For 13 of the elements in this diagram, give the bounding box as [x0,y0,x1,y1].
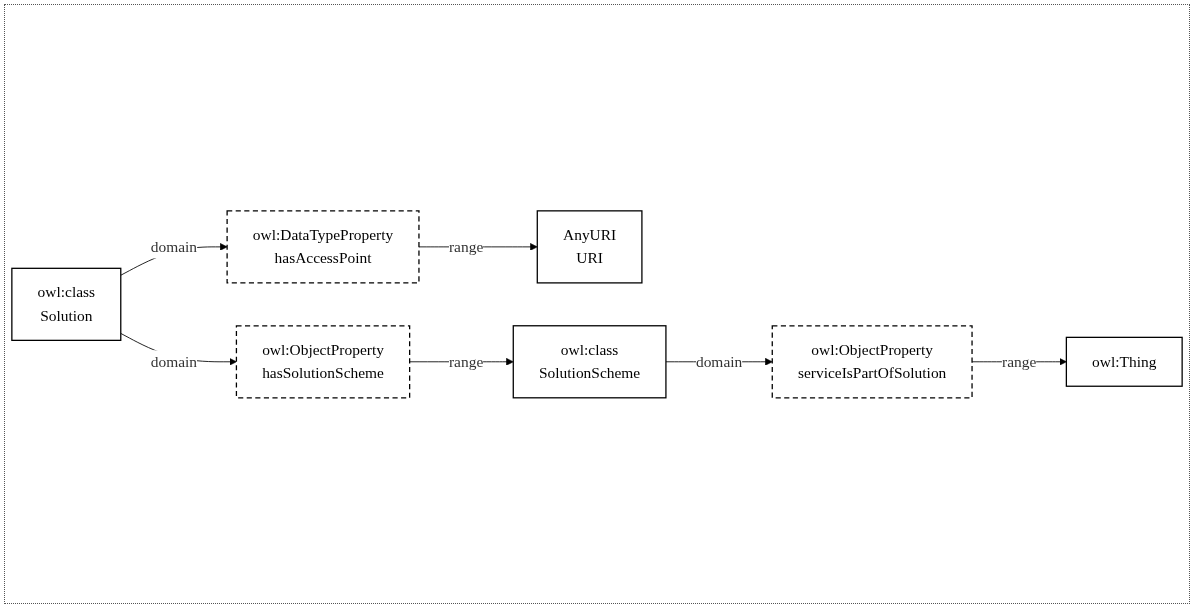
node-box: owl:DataTypeProperty hasAccessPoint [226,209,420,284]
edge-label: range [448,237,484,255]
node-box: owl:class Solution [11,267,122,341]
edge-label: range [1002,352,1037,370]
node-box: AnyURI URI [536,209,643,284]
edge-label: domain [150,237,198,255]
edge-label: range [448,352,484,370]
edge-label: domain [150,352,198,370]
node-box: owl:ObjectProperty hasSolutionScheme [235,324,411,399]
node-box: owl:Thing [1065,336,1183,387]
node-box: owl:ObjectProperty serviceIsPartOfSolution [771,324,973,399]
edge-label: domain [695,352,743,370]
node-box: owl:class SolutionScheme [512,324,667,399]
